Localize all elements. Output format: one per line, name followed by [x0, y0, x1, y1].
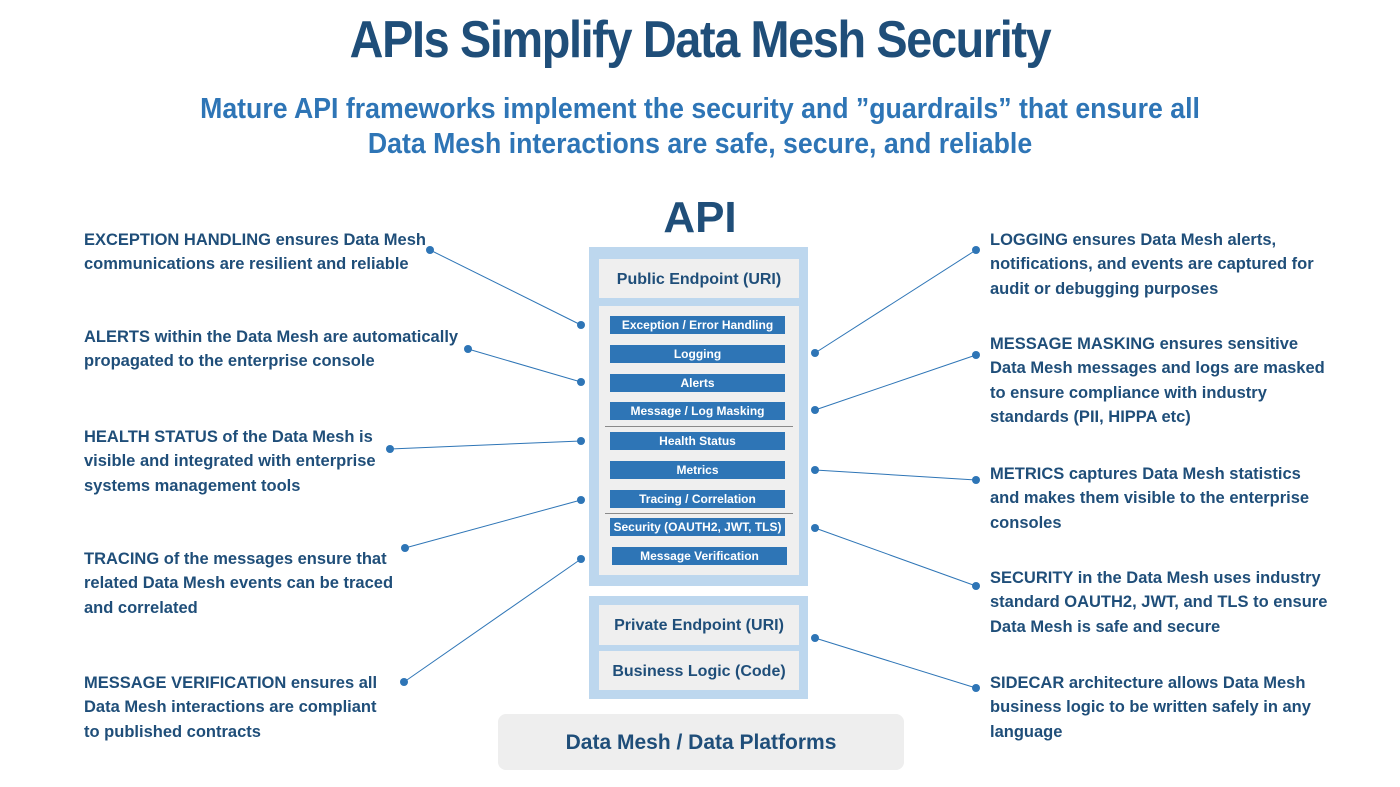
connector-line: [814, 527, 977, 587]
connector-dot: [972, 476, 980, 484]
feature-divider: [605, 426, 793, 427]
feature-logging: Logging: [610, 345, 785, 363]
feature-divider: [605, 513, 793, 514]
desc-alerts: ALERTS within the Data Mesh are automati…: [84, 328, 459, 371]
connector-dot: [811, 466, 819, 474]
connector-dot: [972, 351, 980, 359]
connector-dot: [401, 544, 409, 552]
feature-security: Security (OAUTH2, JWT, TLS): [610, 518, 785, 536]
connector-line: [389, 440, 582, 450]
connector-dot: [577, 321, 585, 329]
connector-dot: [386, 445, 394, 453]
connector-dot: [811, 406, 819, 414]
connector-dot: [972, 582, 980, 590]
feature-tracing-correlation: Tracing / Correlation: [610, 490, 785, 508]
connector-dot: [464, 345, 472, 353]
page-title: APIs Simplify Data Mesh Security: [349, 11, 1052, 69]
connector-dot: [400, 678, 408, 686]
connector-dot: [577, 378, 585, 386]
feature-metrics: Metrics: [610, 461, 785, 479]
connector-dot: [972, 684, 980, 692]
connector-dot: [811, 349, 819, 357]
connector-line: [403, 558, 582, 683]
feature-message-log-masking: Message / Log Masking: [610, 402, 785, 420]
connector-line: [404, 499, 582, 549]
desc-logging: LOGGING ensures Data Mesh alerts,notific…: [990, 231, 1314, 298]
connector-line: [429, 249, 582, 326]
public-endpoint-box: Public Endpoint (URI): [599, 259, 799, 298]
subtitle-line-2: Data Mesh interactions are safe, secure,…: [367, 128, 1033, 160]
business-logic-box: Business Logic (Code): [599, 651, 799, 690]
connector-line: [814, 354, 977, 411]
connector-dot: [577, 555, 585, 563]
subtitle-line-1: Mature API frameworks implement the secu…: [200, 93, 1200, 125]
data-platform-box: Data Mesh / Data Platforms: [498, 714, 904, 770]
connector-line: [814, 637, 977, 689]
feature-health-status: Health Status: [610, 432, 785, 450]
connector-dot: [577, 437, 585, 445]
connector-line: [467, 348, 582, 383]
connector-dot: [811, 524, 819, 532]
connector-dot: [577, 496, 585, 504]
feature-exception-handling: Exception / Error Handling: [610, 316, 785, 334]
connector-dot: [811, 634, 819, 642]
connector-dot: [426, 246, 434, 254]
connector-line: [814, 469, 977, 481]
private-endpoint-box: Private Endpoint (URI): [599, 605, 799, 645]
connector-line: [814, 249, 977, 354]
feature-message-verification: Message Verification: [612, 547, 787, 565]
feature-alerts: Alerts: [610, 374, 785, 392]
api-heading: API: [663, 193, 737, 242]
connector-dot: [972, 246, 980, 254]
